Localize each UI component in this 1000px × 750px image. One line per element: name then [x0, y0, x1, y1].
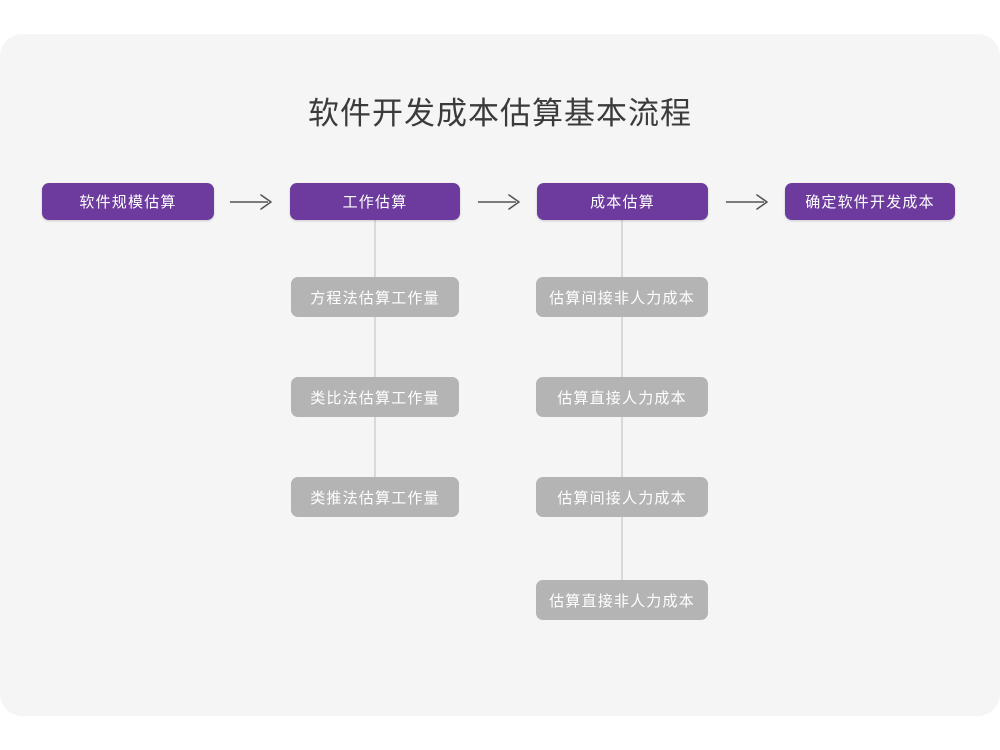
branch-connector-work-estimation — [374, 220, 376, 498]
arrow-right-icon-3 — [726, 192, 770, 212]
branch-node-equation-method-effort[interactable]: 方程法估算工作量 — [291, 277, 459, 317]
flow-node-label: 确定软件开发成本 — [805, 194, 935, 211]
branch-node-analogue-method-effort[interactable]: 类推法估算工作量 — [291, 477, 459, 517]
flow-node-cost-estimation[interactable]: 成本估算 — [537, 183, 708, 220]
arrow-right-icon-1 — [230, 192, 274, 212]
flow-node-label: 软件规模估算 — [79, 194, 177, 211]
branch-node-label: 类比法估算工作量 — [310, 389, 440, 407]
diagram-card-background — [0, 34, 1000, 716]
flow-node-label: 工作估算 — [342, 194, 408, 211]
branch-node-label: 方程法估算工作量 — [310, 289, 440, 307]
branch-node-analogy-method-effort[interactable]: 类比法估算工作量 — [291, 377, 459, 417]
branch-node-label: 估算间接人力成本 — [557, 489, 687, 507]
branch-node-label: 类推法估算工作量 — [310, 489, 440, 507]
branch-node-indirect-nonlabor-cost[interactable]: 估算间接非人力成本 — [536, 277, 708, 317]
branch-node-label: 估算直接非人力成本 — [549, 592, 695, 610]
branch-node-direct-nonlabor-cost[interactable]: 估算直接非人力成本 — [536, 580, 708, 620]
branch-node-label: 估算直接人力成本 — [557, 389, 687, 407]
page-title: 软件开发成本估算基本流程 — [308, 96, 692, 131]
arrow-right-icon-2 — [478, 192, 522, 212]
branch-node-label: 估算间接非人力成本 — [549, 289, 695, 307]
branch-node-direct-labor-cost[interactable]: 估算直接人力成本 — [536, 377, 708, 417]
flow-node-software-scale-estimation[interactable]: 软件规模估算 — [42, 183, 214, 220]
branch-node-indirect-labor-cost[interactable]: 估算间接人力成本 — [536, 477, 708, 517]
flow-node-determine-development-cost[interactable]: 确定软件开发成本 — [785, 183, 955, 220]
flow-node-work-estimation[interactable]: 工作估算 — [290, 183, 460, 220]
flow-node-label: 成本估算 — [590, 194, 655, 211]
